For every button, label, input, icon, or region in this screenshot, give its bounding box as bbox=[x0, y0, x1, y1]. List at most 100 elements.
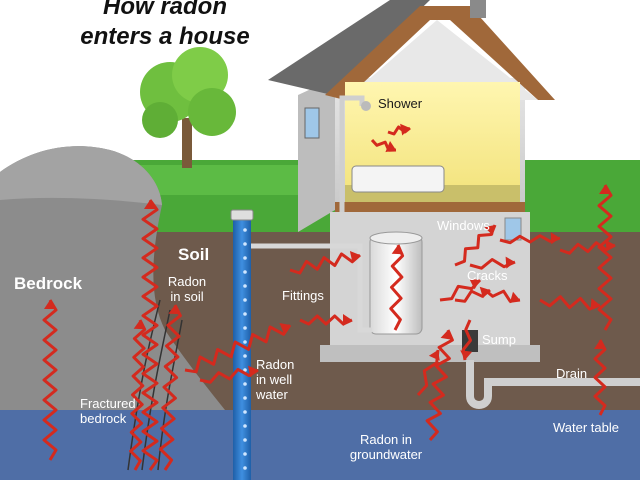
well-casing bbox=[233, 215, 251, 480]
label-fractured-line-2: bedrock bbox=[80, 411, 127, 426]
radon-arrow bbox=[158, 304, 182, 471]
radon-arrowhead bbox=[505, 256, 515, 269]
label-fractured-line-1: Fractured bbox=[80, 396, 136, 411]
radon-arrowhead bbox=[343, 314, 352, 326]
grass-highlight bbox=[140, 165, 330, 195]
label-fractured-bedrock: Fractured bedrock bbox=[80, 396, 136, 426]
well-bubble bbox=[243, 326, 247, 330]
radon-arrow bbox=[559, 241, 616, 255]
label-radon-in-soil: Radon in soil bbox=[160, 274, 214, 304]
well-bubble bbox=[243, 424, 247, 428]
label-well-line-3: water bbox=[256, 387, 288, 402]
well-bubble bbox=[243, 368, 247, 372]
drain-pipe bbox=[466, 360, 640, 409]
radon-arrowhead bbox=[605, 239, 615, 252]
chimney bbox=[470, 0, 486, 18]
well-bubble bbox=[243, 228, 247, 232]
radon-arrowhead bbox=[428, 350, 440, 361]
label-radon-in-groundwater: Radon in groundwater bbox=[336, 432, 436, 462]
label-radon-in-soil-line-1: Radon bbox=[167, 274, 207, 289]
water-tank-top bbox=[369, 231, 423, 245]
bedrock-top bbox=[0, 146, 162, 205]
label-sump: Sump bbox=[482, 332, 516, 347]
tree-canopy bbox=[142, 102, 178, 138]
radon-arrowhead bbox=[509, 291, 520, 304]
radon-arrowhead bbox=[440, 330, 453, 340]
radon-arrow bbox=[593, 339, 607, 416]
well-cap bbox=[230, 209, 254, 221]
well-bubbles bbox=[243, 228, 247, 470]
radon-arrow bbox=[129, 319, 147, 471]
groundwater-layer bbox=[0, 410, 640, 480]
radon-arrowhead bbox=[400, 123, 410, 136]
bedrock-fracture bbox=[127, 299, 161, 471]
label-fittings: Fittings bbox=[282, 288, 324, 303]
well-bubble bbox=[243, 256, 247, 260]
well-bubble bbox=[243, 438, 247, 442]
radon-arrow bbox=[389, 244, 405, 331]
well-bubble bbox=[243, 354, 247, 358]
roof-side bbox=[268, 0, 430, 95]
radon-arrow bbox=[289, 252, 361, 275]
well-bubble bbox=[243, 284, 247, 288]
radon-arrow bbox=[539, 295, 601, 311]
tree-trunk bbox=[182, 118, 192, 168]
radon-arrow bbox=[184, 324, 292, 374]
radon-arrowhead bbox=[144, 200, 156, 209]
well-bubble bbox=[243, 452, 247, 456]
label-windows: Windows bbox=[437, 218, 490, 233]
radon-arrow bbox=[454, 224, 497, 267]
bathtub bbox=[351, 165, 445, 193]
side-window bbox=[304, 107, 320, 139]
radon-arrow bbox=[425, 329, 454, 442]
gable bbox=[345, 20, 538, 100]
title-line-2: enters a house bbox=[80, 23, 250, 50]
radon-arrowhead bbox=[349, 251, 360, 263]
radon-arrowhead bbox=[248, 365, 258, 378]
well-bubble bbox=[243, 396, 247, 400]
well-supply-pipe bbox=[248, 243, 372, 333]
well-bubble bbox=[243, 298, 247, 302]
label-groundwater-line-2: groundwater bbox=[349, 447, 423, 462]
floor-beam bbox=[335, 202, 525, 212]
radon-arrowhead bbox=[279, 323, 290, 335]
title-line-1: How radon bbox=[103, 0, 227, 20]
label-soil: Soil bbox=[178, 245, 210, 264]
label-water-table: Water table bbox=[553, 420, 619, 435]
radon-arrowhead bbox=[460, 350, 473, 360]
well-bubble bbox=[243, 466, 247, 470]
radon-arrowhead bbox=[479, 286, 490, 299]
radon-arrow bbox=[499, 234, 561, 245]
radon-arrow bbox=[597, 184, 613, 331]
well-bubble bbox=[243, 382, 247, 386]
radon-arrowhead bbox=[599, 185, 611, 194]
basement-floor bbox=[320, 345, 540, 362]
radon-arrowhead bbox=[168, 305, 181, 315]
shower-head bbox=[361, 101, 371, 111]
radon-arrowhead bbox=[550, 232, 560, 245]
tree-canopy bbox=[188, 88, 236, 136]
label-shower: Shower bbox=[378, 96, 423, 111]
radon-arrowhead bbox=[391, 245, 404, 255]
label-groundwater-line-1: Radon in bbox=[359, 432, 413, 447]
well-bubble bbox=[243, 242, 247, 246]
well-bubble bbox=[243, 410, 247, 414]
radon-arrow bbox=[141, 199, 159, 471]
label-cracks: Cracks bbox=[467, 268, 508, 283]
radon-arrowhead bbox=[385, 141, 396, 153]
diagram-title: How radon enters a house bbox=[40, 0, 290, 52]
radon-arrow bbox=[199, 367, 259, 384]
label-well-line-1: Radon bbox=[256, 357, 295, 372]
radon-arrowhead bbox=[133, 320, 146, 330]
radon-arrowhead bbox=[590, 298, 600, 311]
radon-arrowhead bbox=[484, 225, 495, 236]
label-radon-in-soil-line-2: in soil bbox=[170, 289, 204, 304]
label-well-line-2: in well bbox=[256, 372, 293, 387]
label-radon-in-well-water: Radon in well water bbox=[256, 357, 294, 402]
house-side-wall bbox=[298, 78, 335, 232]
radon-arrowhead bbox=[594, 340, 606, 349]
radon-arrows bbox=[42, 123, 616, 471]
shower-pipe bbox=[339, 95, 365, 300]
